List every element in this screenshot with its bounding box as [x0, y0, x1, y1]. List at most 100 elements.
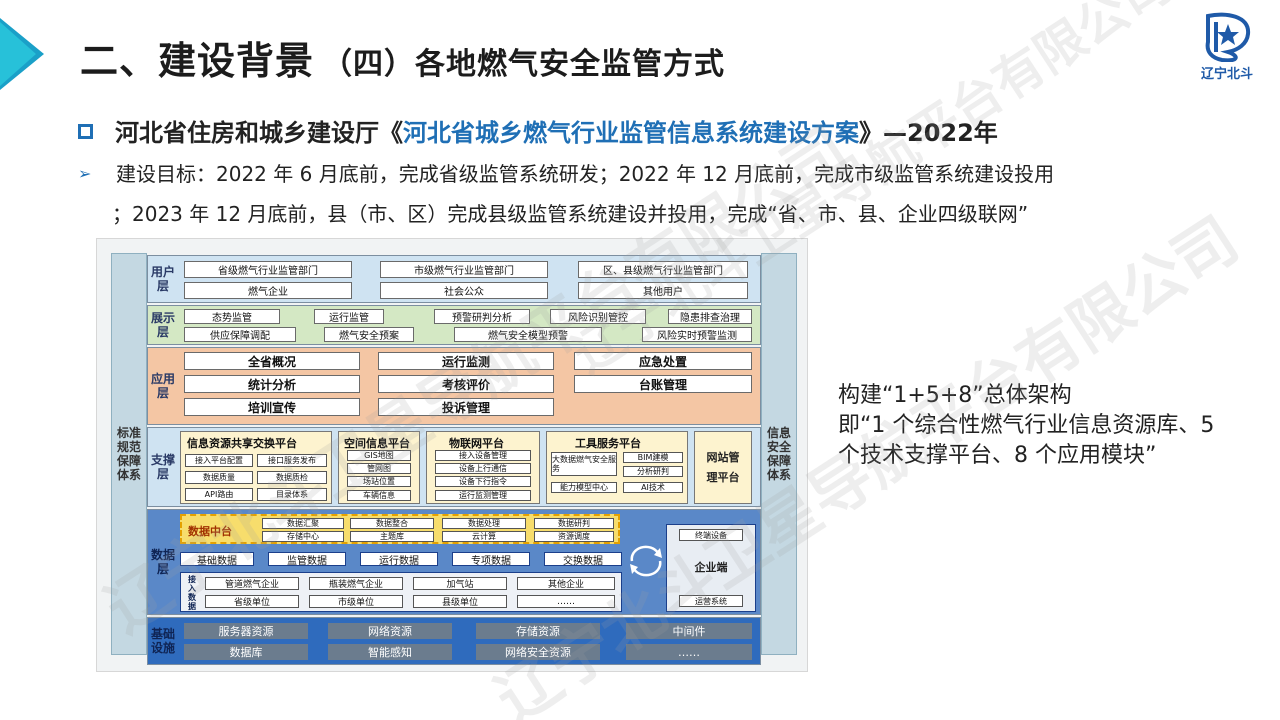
platform-item: BIM建模	[623, 452, 683, 463]
display-layer: 展示层 态势监管 运行监管 预警研判分析 风险识别管控 隐患排查治理 供应保障调…	[147, 305, 761, 345]
platform-item: 数据质检	[257, 471, 327, 484]
data-box: 运行数据	[360, 552, 438, 566]
platform-item: API路由	[185, 488, 253, 501]
infra-box: ……	[626, 644, 752, 660]
infra-box: 服务器资源	[184, 623, 308, 639]
data-center-item: 数据处理	[442, 518, 526, 529]
display-box: 风险识别管控	[550, 309, 646, 324]
support-layer: 支撑层 信息资源共享交换平台 接入平台配置 接口服务发布 数据质量 数据质检 A…	[147, 427, 761, 507]
corner-decoration-inner	[0, 22, 36, 86]
app-box: 运行监测	[378, 352, 554, 370]
platform-item: 设备上行通信	[435, 463, 531, 474]
arrow-bullet-icon: ➢	[78, 164, 92, 183]
app-box: 全省概况	[184, 352, 360, 370]
sync-cycle-icon	[630, 545, 662, 577]
platform-item: 数据质量	[185, 471, 253, 484]
data-box: 专项数据	[452, 552, 530, 566]
display-box: 燃气安全模型预警	[454, 327, 602, 342]
access-item: 县级单位	[413, 595, 507, 608]
platform-tools: 工具服务平台 大数据燃气安全服务 BIM建模 分析研判 能力模型中心 AI技术	[546, 431, 688, 504]
document-title-link: 河北省城乡燃气行业监管信息系统建设方案	[403, 119, 859, 147]
data-box: 基础数据	[180, 552, 254, 566]
logo-icon	[1205, 12, 1251, 62]
infra-box: 网络资源	[328, 623, 452, 639]
platform-item: 场站位置	[347, 476, 411, 487]
platform-item: GIS地图	[347, 450, 411, 461]
display-box: 供应保障调配	[184, 327, 296, 342]
application-layer: 应用层 全省概况 运行监测 应急处置 统计分析 考核评价 台账管理 培训宣传 投…	[147, 347, 761, 425]
user-box: 市级燃气行业监管部门	[380, 261, 548, 278]
data-center-item: 数据整合	[350, 518, 434, 529]
company-logo: 辽宁北斗	[1192, 10, 1262, 82]
data-center-item: 云计算	[442, 531, 526, 542]
access-item: 其他企业	[517, 577, 615, 590]
display-box: 运行监管	[314, 309, 384, 324]
infra-box: 数据库	[184, 644, 308, 660]
architecture-caption: 构建“1+5+8”总体架构 即“1 个综合性燃气行业信息资源库、5 个技术支撑平…	[838, 383, 1215, 468]
app-box: 投诉管理	[378, 398, 554, 416]
logo-text: 辽宁北斗	[1200, 67, 1253, 82]
architecture-diagram: 标准规范保障体系 信息安全保障体系 用户层 省级燃气行业监管部门 市级燃气行业监…	[96, 238, 808, 672]
platform-item: 运行监测管理	[435, 490, 531, 501]
user-box: 省级燃气行业监管部门	[184, 261, 352, 278]
infra-box: 智能感知	[328, 644, 452, 660]
app-box: 台账管理	[574, 375, 752, 393]
data-center-item: 主题库	[350, 531, 434, 542]
data-center-item: 资源调度	[534, 531, 614, 542]
platform-item: 接口服务发布	[257, 454, 327, 467]
data-middle-platform: 数据中台 数据汇聚 数据整合 数据处理 数据研判 存储中心 主题库 云计算 资源…	[180, 514, 620, 544]
right-side-security: 信息安全保障体系	[761, 253, 797, 655]
platform-item: 接入设备管理	[435, 450, 531, 461]
data-center-item: 存储中心	[262, 531, 344, 542]
user-box: 区、县级燃气行业监管部门	[578, 261, 748, 278]
app-box: 应急处置	[574, 352, 752, 370]
platform-item: 大数据燃气安全服务	[551, 452, 617, 476]
platform-item: 分析研判	[623, 466, 683, 477]
platform-info-sharing: 信息资源共享交换平台 接入平台配置 接口服务发布 数据质量 数据质检 API路由…	[180, 431, 332, 504]
display-box: 风险实时预警监测	[642, 327, 752, 342]
platform-item: 能力模型中心	[551, 482, 617, 493]
user-box: 社会公众	[380, 282, 548, 299]
square-bullet-icon	[78, 124, 93, 139]
infra-box: 中间件	[626, 623, 752, 639]
user-layer: 用户层 省级燃气行业监管部门 市级燃气行业监管部门 区、县级燃气行业监管部门 燃…	[147, 255, 761, 303]
infrastructure-layer: 基础设施 服务器资源 网络资源 存储资源 中间件 数据库 智能感知 网络安全资源…	[147, 617, 761, 665]
display-box: 燃气安全预案	[324, 327, 414, 342]
platform-item: 目录体系	[257, 488, 327, 501]
display-box: 态势监管	[184, 309, 280, 324]
display-box: 隐患排查治理	[668, 309, 752, 324]
access-item: 瓶装燃气企业	[309, 577, 403, 590]
user-box: 燃气企业	[184, 282, 352, 299]
page-title: 二、建设背景（四）各地燃气安全监管方式	[80, 39, 726, 83]
access-item: 省级单位	[205, 595, 299, 608]
data-box: 交换数据	[544, 552, 622, 566]
data-center-item: 数据汇聚	[262, 518, 344, 529]
platform-item: 设备下行指令	[435, 476, 531, 487]
infra-box: 网络安全资源	[476, 644, 600, 660]
platform-spatial: 空间信息平台 GIS地图 管网图 场站位置 车辆信息	[338, 431, 420, 504]
user-box: 其他用户	[578, 282, 748, 299]
left-side-standards: 标准规范保障体系	[111, 253, 147, 655]
data-layer: 数据层 数据中台 数据汇聚 数据整合 数据处理 数据研判 存储中心 主题库 云计…	[147, 509, 761, 615]
access-data-panel: 接入数据 管道燃气企业 瓶装燃气企业 加气站 其他企业 省级单位 市级单位 县级…	[180, 572, 622, 612]
display-box: 预警研判分析	[434, 309, 530, 324]
access-item: ……	[517, 595, 615, 608]
access-item: 加气站	[413, 577, 507, 590]
data-center-item: 数据研判	[534, 518, 614, 529]
access-item: 市级单位	[309, 595, 403, 608]
platform-item: 接入平台配置	[185, 454, 253, 467]
enterprise-item: 运营系统	[679, 595, 743, 607]
platform-iot: 物联网平台 接入设备管理 设备上行通信 设备下行指令 运行监测管理	[426, 431, 540, 504]
app-box: 培训宣传	[184, 398, 360, 416]
app-box: 考核评价	[378, 375, 554, 393]
access-item: 管道燃气企业	[205, 577, 299, 590]
enterprise-item: 终端设备	[679, 529, 743, 541]
infra-box: 存储资源	[476, 623, 600, 639]
platform-website: 网站管理平台	[694, 431, 752, 504]
data-box: 监管数据	[268, 552, 346, 566]
platform-item: 车辆信息	[347, 490, 411, 501]
enterprise-panel: 终端设备 企业端 运营系统	[666, 524, 756, 612]
platform-item: 管网图	[347, 463, 411, 474]
app-box: 统计分析	[184, 375, 360, 393]
